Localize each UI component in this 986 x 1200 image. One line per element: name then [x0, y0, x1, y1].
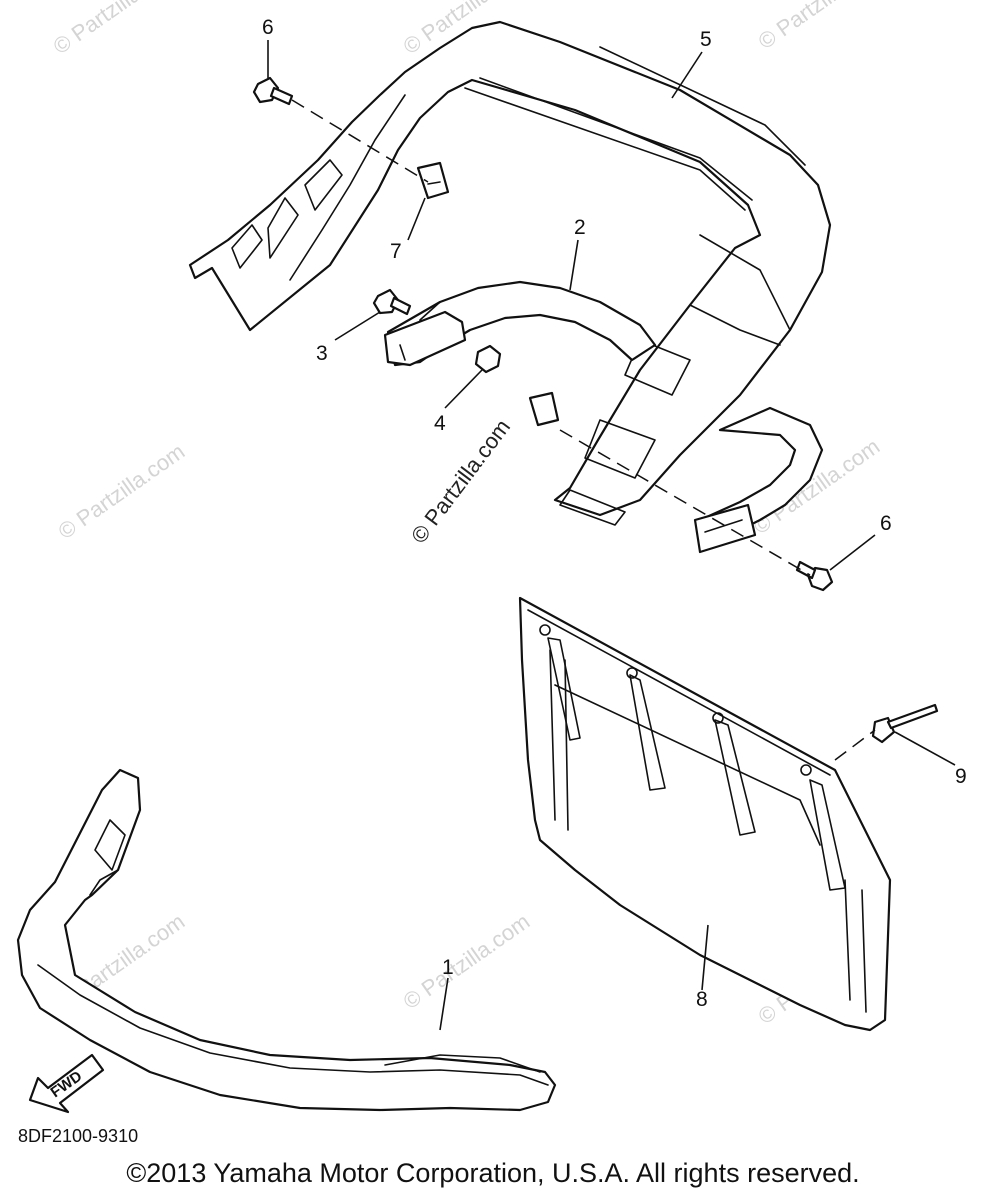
part-7-clip-nut[interactable]: [416, 161, 450, 200]
callout-2: 2: [574, 216, 586, 239]
part-3-bolt[interactable]: [372, 288, 412, 316]
copyright-notice: ©2013 Yamaha Motor Corporation, U.S.A. A…: [126, 1158, 860, 1188]
part-5-rear-frame[interactable]: [188, 20, 832, 526]
watermark: © Partzilla.com: [754, 0, 890, 54]
clip-nut[interactable]: [528, 391, 560, 427]
callout-5: 5: [700, 28, 712, 51]
part-1-front-bumper[interactable]: [16, 768, 557, 1112]
callout-7: 7: [390, 240, 402, 263]
part-8-mud-flap[interactable]: [518, 596, 892, 1032]
bracket-right[interactable]: [693, 503, 757, 554]
callout-8: 8: [696, 988, 708, 1011]
callout-3: 3: [316, 342, 328, 365]
part-9-rivet[interactable]: [871, 703, 939, 744]
watermark: © Partzilla.com: [54, 439, 190, 545]
leader-lines: [267, 40, 956, 1031]
callout-numbers: 6 5 2 3 4 7 6 9 8 1: [262, 16, 967, 1011]
callout-6-top: 6: [262, 16, 274, 39]
assembly-lines: [291, 99, 876, 761]
callout-6-right: 6: [880, 512, 892, 535]
fwd-direction-arrow: FWD: [28, 1053, 105, 1114]
callout-9: 9: [955, 765, 967, 788]
part-6-bolt-top[interactable]: [252, 76, 294, 106]
part-6-bolt-right[interactable]: [795, 560, 834, 592]
callout-1: 1: [442, 956, 454, 979]
watermark: © Partzilla.com: [49, 0, 185, 59]
watermark-center: © Partzilla.com: [406, 415, 515, 548]
part-4-nut[interactable]: [474, 344, 502, 374]
diagram-code: 8DF2100-9310: [18, 1126, 139, 1146]
watermark: © Partzilla.com: [399, 909, 535, 1015]
callout-4: 4: [434, 412, 446, 435]
bracket-left[interactable]: [383, 310, 467, 367]
